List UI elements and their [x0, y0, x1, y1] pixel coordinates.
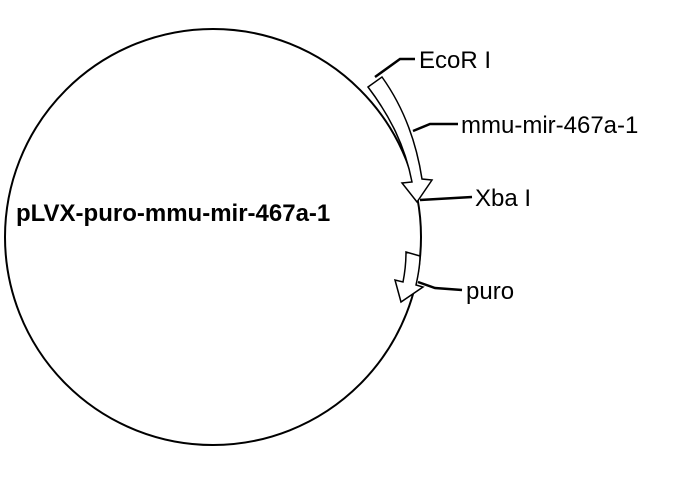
ecori-leader-line [374, 57, 415, 79]
puro-label: puro [466, 278, 514, 305]
insert-leader-line [412, 122, 458, 133]
insert-feature-arrow [366, 75, 434, 204]
plasmid-backbone-circle [4, 28, 422, 446]
insert-label: mmu-mir-467a-1 [461, 112, 638, 139]
ecori-label: EcoR I [419, 47, 491, 74]
plasmid-name-title: pLVX-puro-mmu-mir-467a-1 [16, 200, 330, 227]
xbai-leader-line [419, 195, 473, 202]
xbai-label: Xba I [475, 185, 531, 212]
puro-leader-line [417, 280, 463, 292]
puro-feature-arrow [393, 251, 425, 304]
